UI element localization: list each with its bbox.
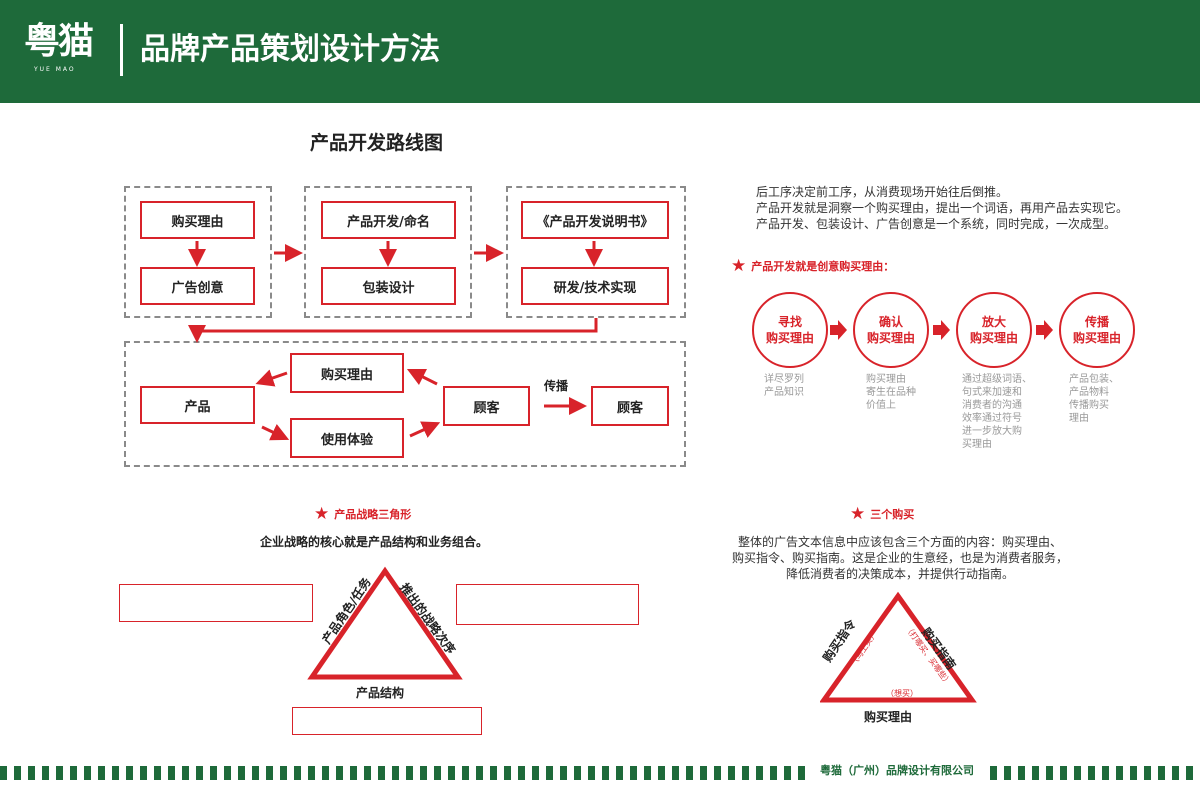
step-arrow-2 xyxy=(933,320,950,340)
box-rnd-tech: 研发/技术实现 xyxy=(521,267,669,305)
roadmap-group-2 xyxy=(304,186,472,318)
three-buy-section-title: ★ 三个购买 xyxy=(850,506,914,523)
step-note-2: 购买理由 寄生在品种 价值上 xyxy=(866,373,916,412)
box-ad-creative: 广告创意 xyxy=(140,267,255,305)
roadmap-cycle-group xyxy=(124,341,686,467)
step-2-line2: 购买理由 xyxy=(866,331,915,345)
star-icon: ★ xyxy=(731,256,747,276)
triangle-right-note xyxy=(456,584,639,625)
box-usage-experience: 使用体验 xyxy=(290,418,404,458)
triangle-left-note xyxy=(119,584,313,622)
step-2-line1: 确认 xyxy=(878,315,903,329)
footer-pattern-left xyxy=(0,766,806,780)
step-arrow-1 xyxy=(830,320,847,340)
three-buy-line-2: 购买指令、购买指南。这是企业的生意经，也是为消费者服务， xyxy=(731,551,1068,565)
strategy-triangle xyxy=(307,566,463,680)
box-buy-reason: 购买理由 xyxy=(140,201,255,239)
three-buy-title-text: 三个购买 xyxy=(870,508,915,521)
step-4-note-line: 产品包装、 xyxy=(1069,374,1119,385)
triangle-section-title: ★ 产品战略三角形 xyxy=(314,506,411,523)
brand-logo[interactable]: 粤猫 YUE MAO xyxy=(24,18,114,78)
box-product-spec: 《产品开发说明书》 xyxy=(521,201,669,239)
arrow-customer-buyreason xyxy=(406,368,438,386)
box-cycle-buy-reason: 购买理由 xyxy=(290,353,404,393)
spread-label: 传播 xyxy=(544,379,569,393)
arrow-usage-customer xyxy=(409,421,441,438)
triangle-title-text: 产品战略三角形 xyxy=(334,508,412,521)
step-circle-confirm: 确认购买理由 xyxy=(853,292,929,368)
step-4-line1: 传播 xyxy=(1084,315,1109,329)
step-1-note-line: 产品知识 xyxy=(764,387,804,398)
buy-reason-inner: （想买） xyxy=(886,689,918,698)
step-2-note-line: 寄生在品种 xyxy=(866,387,916,398)
buy-reason-label: 购买理由 xyxy=(864,710,913,724)
creative-section-title: ★ 产品开发就是创意购买理由： xyxy=(731,258,894,275)
intro-line-1: 后工序决定前工序，从消费现场开始往后倒推。 xyxy=(756,185,1009,199)
step-3-note-line: 句式来加速和 xyxy=(962,387,1022,398)
footer-company: 粤猫（广州）品牌设计有限公司 xyxy=(820,764,974,777)
step-3-note-line: 进一步放大购 xyxy=(962,426,1022,437)
three-buy-triangle xyxy=(820,591,977,703)
step-3-note-line: 效率通过符号 xyxy=(962,413,1022,424)
three-buy-line-1: 整体的广告文本信息中应该包含三个方面的内容：购买理由、 xyxy=(737,535,1062,549)
box-customer-1: 顾客 xyxy=(443,386,530,426)
roadmap-group-1 xyxy=(124,186,272,318)
creative-title-text: 产品开发就是创意购买理由： xyxy=(751,260,895,273)
step-circle-amplify: 放大购买理由 xyxy=(956,292,1032,368)
header-divider xyxy=(120,24,123,76)
triangle-bottom-label: 产品结构 xyxy=(356,686,405,700)
step-3-note-line: 消费者的沟通 xyxy=(962,400,1022,411)
step-3-note-line: 通过超级词语、 xyxy=(962,374,1032,385)
arrow-product-usage xyxy=(261,424,290,441)
step-3-line2: 购买理由 xyxy=(969,331,1018,345)
triangle-subtitle: 企业战略的核心就是产品结构和业务组合。 xyxy=(260,535,489,549)
box-product-dev: 产品开发/命名 xyxy=(321,201,456,239)
step-note-3: 通过超级词语、 句式来加速和 消费者的沟通 效率通过符号 进一步放大购 买理由 xyxy=(962,373,1032,451)
intro-line-3: 产品开发、包装设计、广告创意是一个系统，同时完成，一次成型。 xyxy=(756,217,1117,231)
arrow-return xyxy=(188,318,598,343)
step-circle-find: 寻找购买理由 xyxy=(752,292,828,368)
step-arrow-3 xyxy=(1036,320,1053,340)
page-title: 品牌产品策划设计方法 xyxy=(140,32,440,67)
star-icon: ★ xyxy=(850,504,866,524)
intro-text: 后工序决定前工序，从消费现场开始往后倒推。 产品开发就是洞察一个购买理由，提出一… xyxy=(756,184,1128,232)
step-4-note-line: 理由 xyxy=(1069,413,1089,424)
logo-text: 粤猫 xyxy=(24,21,94,62)
step-4-line2: 购买理由 xyxy=(1072,331,1121,345)
step-note-4: 产品包装、 产品物料 传播购买 理由 xyxy=(1069,373,1119,425)
step-2-note-line: 购买理由 xyxy=(866,374,906,385)
step-1-line2: 购买理由 xyxy=(765,331,814,345)
step-1-line1: 寻找 xyxy=(777,315,802,329)
box-product: 产品 xyxy=(140,386,255,424)
three-buy-line-3: 降低消费者的决策成本，并提供行动指南。 xyxy=(785,567,1014,581)
header-bar: 粤猫 YUE MAO 品牌产品策划设计方法 xyxy=(0,0,1200,103)
arrow-buyreason-product xyxy=(255,369,288,387)
step-1-note-line: 详尽罗列 xyxy=(764,374,804,385)
roadmap-group-3 xyxy=(506,186,686,318)
step-note-1: 详尽罗列 产品知识 xyxy=(764,373,804,399)
step-3-line1: 放大 xyxy=(981,315,1006,329)
box-customer-2: 顾客 xyxy=(591,386,669,426)
three-buy-text: 整体的广告文本信息中应该包含三个方面的内容：购买理由、 购买指令、购买指南。这是… xyxy=(720,534,1080,582)
step-3-note-line: 买理由 xyxy=(962,439,992,450)
step-circle-spread: 传播购买理由 xyxy=(1059,292,1135,368)
footer-pattern-right xyxy=(990,766,1200,780)
logo-subtext: YUE MAO xyxy=(34,66,76,73)
step-2-note-line: 价值上 xyxy=(866,400,896,411)
roadmap-title: 产品开发路线图 xyxy=(310,132,444,154)
triangle-bottom-note xyxy=(292,707,482,735)
step-4-note-line: 产品物料 xyxy=(1069,387,1109,398)
box-package-design: 包装设计 xyxy=(321,267,456,305)
intro-line-2: 产品开发就是洞察一个购买理由，提出一个词语，再用产品去实现它。 xyxy=(756,201,1129,215)
star-icon: ★ xyxy=(314,504,330,524)
step-4-note-line: 传播购买 xyxy=(1069,400,1109,411)
